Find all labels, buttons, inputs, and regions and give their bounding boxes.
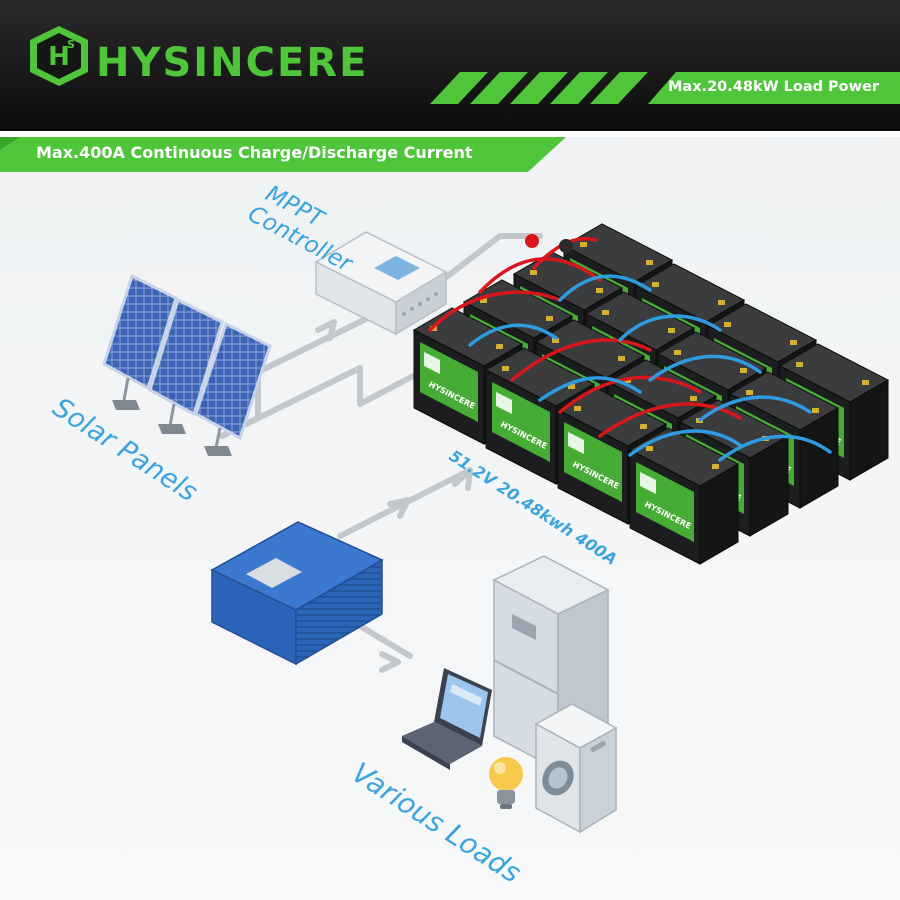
blue-cable [698, 395, 812, 422]
positive-terminal-icon [525, 234, 539, 248]
negative-terminal-icon [559, 239, 573, 253]
red-cable [558, 375, 702, 414]
battery-bank: HYSINCEREHYSINCEREHYSINCEREHYSINCEREHYSI… [412, 223, 890, 565]
solar-panel [102, 273, 178, 410]
light-bulb-icon [489, 757, 523, 809]
header-bar [0, 0, 900, 172]
header-right-banner [648, 72, 900, 104]
blue-cable [468, 323, 558, 347]
washing-machine [534, 703, 618, 834]
blue-cable [628, 429, 742, 457]
blue-cable [718, 434, 832, 462]
blue-cable [558, 274, 652, 302]
red-cable [428, 290, 562, 332]
mppt-controller [314, 231, 448, 336]
blue-cable [648, 354, 762, 382]
flow-arrowheads [315, 319, 473, 673]
current-tagline: Max.400A Continuous Charge/Discharge Cur… [36, 143, 473, 162]
logo-icon: H S [30, 26, 88, 86]
solar-panel [194, 321, 272, 456]
red-cable [598, 402, 742, 438]
blue-cable [538, 376, 642, 402]
solar-panels [102, 273, 272, 456]
solar-panel [148, 297, 224, 434]
svg-text:H: H [48, 42, 70, 72]
laptop [402, 668, 492, 770]
red-cable [478, 257, 602, 294]
red-cable [510, 338, 652, 382]
svg-text:S: S [67, 38, 75, 51]
cables [428, 234, 832, 462]
inverter [210, 521, 384, 666]
brand-name: HYSINCERE [96, 40, 369, 86]
blue-cable [618, 314, 722, 342]
stripe-decoration [430, 72, 648, 104]
header-left-banner [0, 137, 566, 172]
load-power-tagline: Max.20.48kW Load Power [668, 79, 880, 95]
battery-module: HYSINCERE [628, 427, 740, 565]
